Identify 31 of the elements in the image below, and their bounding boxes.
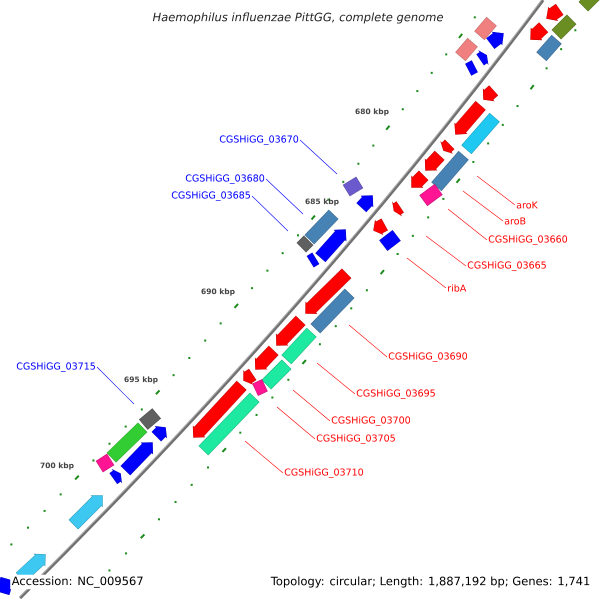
gene-label: CGSHiGG_03660 [488,235,568,245]
accession-text: Accession: NC_009567 [10,574,146,590]
leader-line [316,362,356,394]
gene-label: CGSHiGG_03695 [356,389,435,399]
gene-label: CGSHiGG_03680 [186,174,264,184]
leader-line [426,236,466,266]
title: Haemophilus influenzae PittGG, complete genome [152,12,443,24]
leader-line [266,178,304,214]
genome-info-text: Topology: circular; Length: 1,887,192 bp; Genes: 1,741 [269,574,592,590]
gene-label: CGSHiGG_03715 [16,362,95,372]
gene-label: CGSHiGG_03665 [468,261,546,271]
leader-line [406,258,446,288]
gene-label: CGSHiGG_03705 [316,434,395,444]
leader-line [348,324,388,358]
leader-line [252,196,288,232]
gene-label: aroK [516,201,538,209]
leader-line [448,208,488,240]
gene-label: CGSHiGG_03700 [332,416,410,426]
leader-line [300,140,338,174]
leader-line [96,366,134,404]
gene-label: CGSHiGG_03710 [284,468,364,478]
gene-label: CGSHiGG_03685 [172,191,250,201]
gene-label: ribA [448,284,466,292]
leader-line [244,440,284,474]
leader-line [462,190,504,222]
leader-line [476,176,516,206]
leader-line [276,406,316,440]
gene-label: CGSHiGG_03670 [220,135,298,145]
gene-label: CGSHiGG_03690 [388,352,468,362]
leader-line [292,390,330,422]
gene-label: aroB [504,217,526,225]
